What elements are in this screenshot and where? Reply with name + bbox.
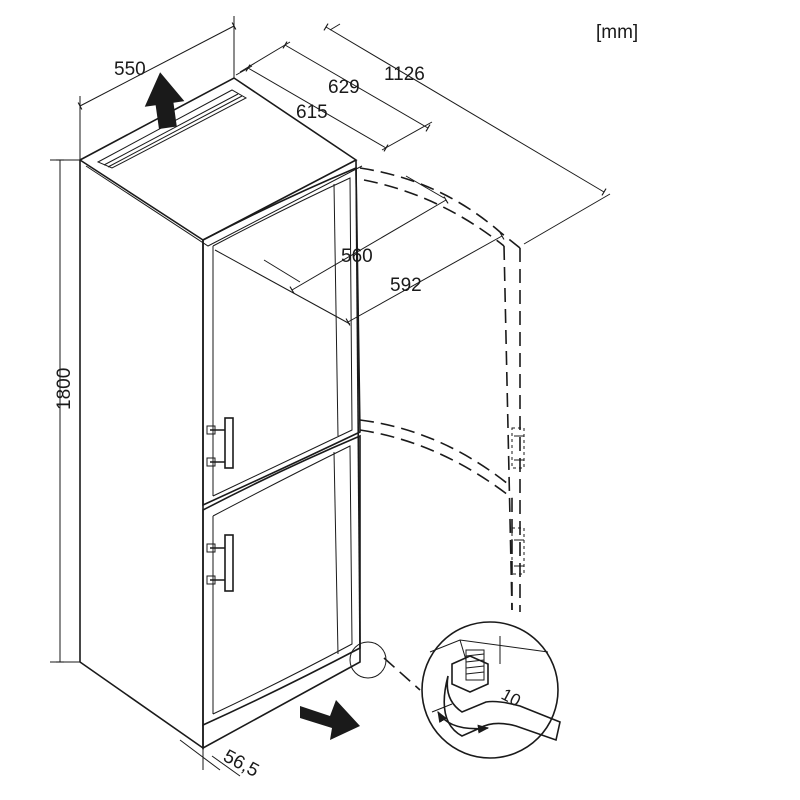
lower-handle bbox=[206, 534, 234, 592]
unit-label: [mm] bbox=[596, 22, 638, 43]
upper-door bbox=[202, 166, 361, 507]
foot-detail: 10 bbox=[421, 621, 561, 759]
rotate-arrow-icon bbox=[437, 711, 490, 734]
dim-560-label: 560 bbox=[341, 246, 373, 267]
ventilation-arrow-icon bbox=[144, 72, 185, 129]
dim-592: 592 bbox=[214, 232, 505, 326]
dim-1126: 1126 bbox=[323, 23, 611, 245]
dim-629-label: 629 bbox=[328, 77, 360, 98]
dim-550: 550 bbox=[77, 16, 237, 160]
dim-56-5: 56,5 bbox=[179, 739, 263, 782]
dim-615-label: 615 bbox=[296, 102, 328, 123]
dim-592-label: 592 bbox=[390, 275, 422, 296]
air-intake-arrow-icon bbox=[300, 700, 360, 740]
dim-615: 615 bbox=[235, 64, 389, 152]
dim-1126-label: 1126 bbox=[384, 64, 425, 85]
dim-56-5-label: 56,5 bbox=[220, 746, 263, 782]
dim-1800: 1800 bbox=[50, 159, 80, 663]
dim-550-label: 550 bbox=[114, 59, 146, 80]
wrench-icon: 10 bbox=[443, 675, 561, 742]
fridge-body bbox=[78, 77, 363, 750]
dim-1800-label: 1800 bbox=[54, 368, 75, 410]
dim-629: 629 bbox=[239, 41, 433, 151]
open-door-outline bbox=[349, 167, 525, 691]
fridge-left-side bbox=[79, 160, 204, 750]
lower-door bbox=[202, 434, 361, 750]
upper-handle bbox=[206, 417, 234, 469]
